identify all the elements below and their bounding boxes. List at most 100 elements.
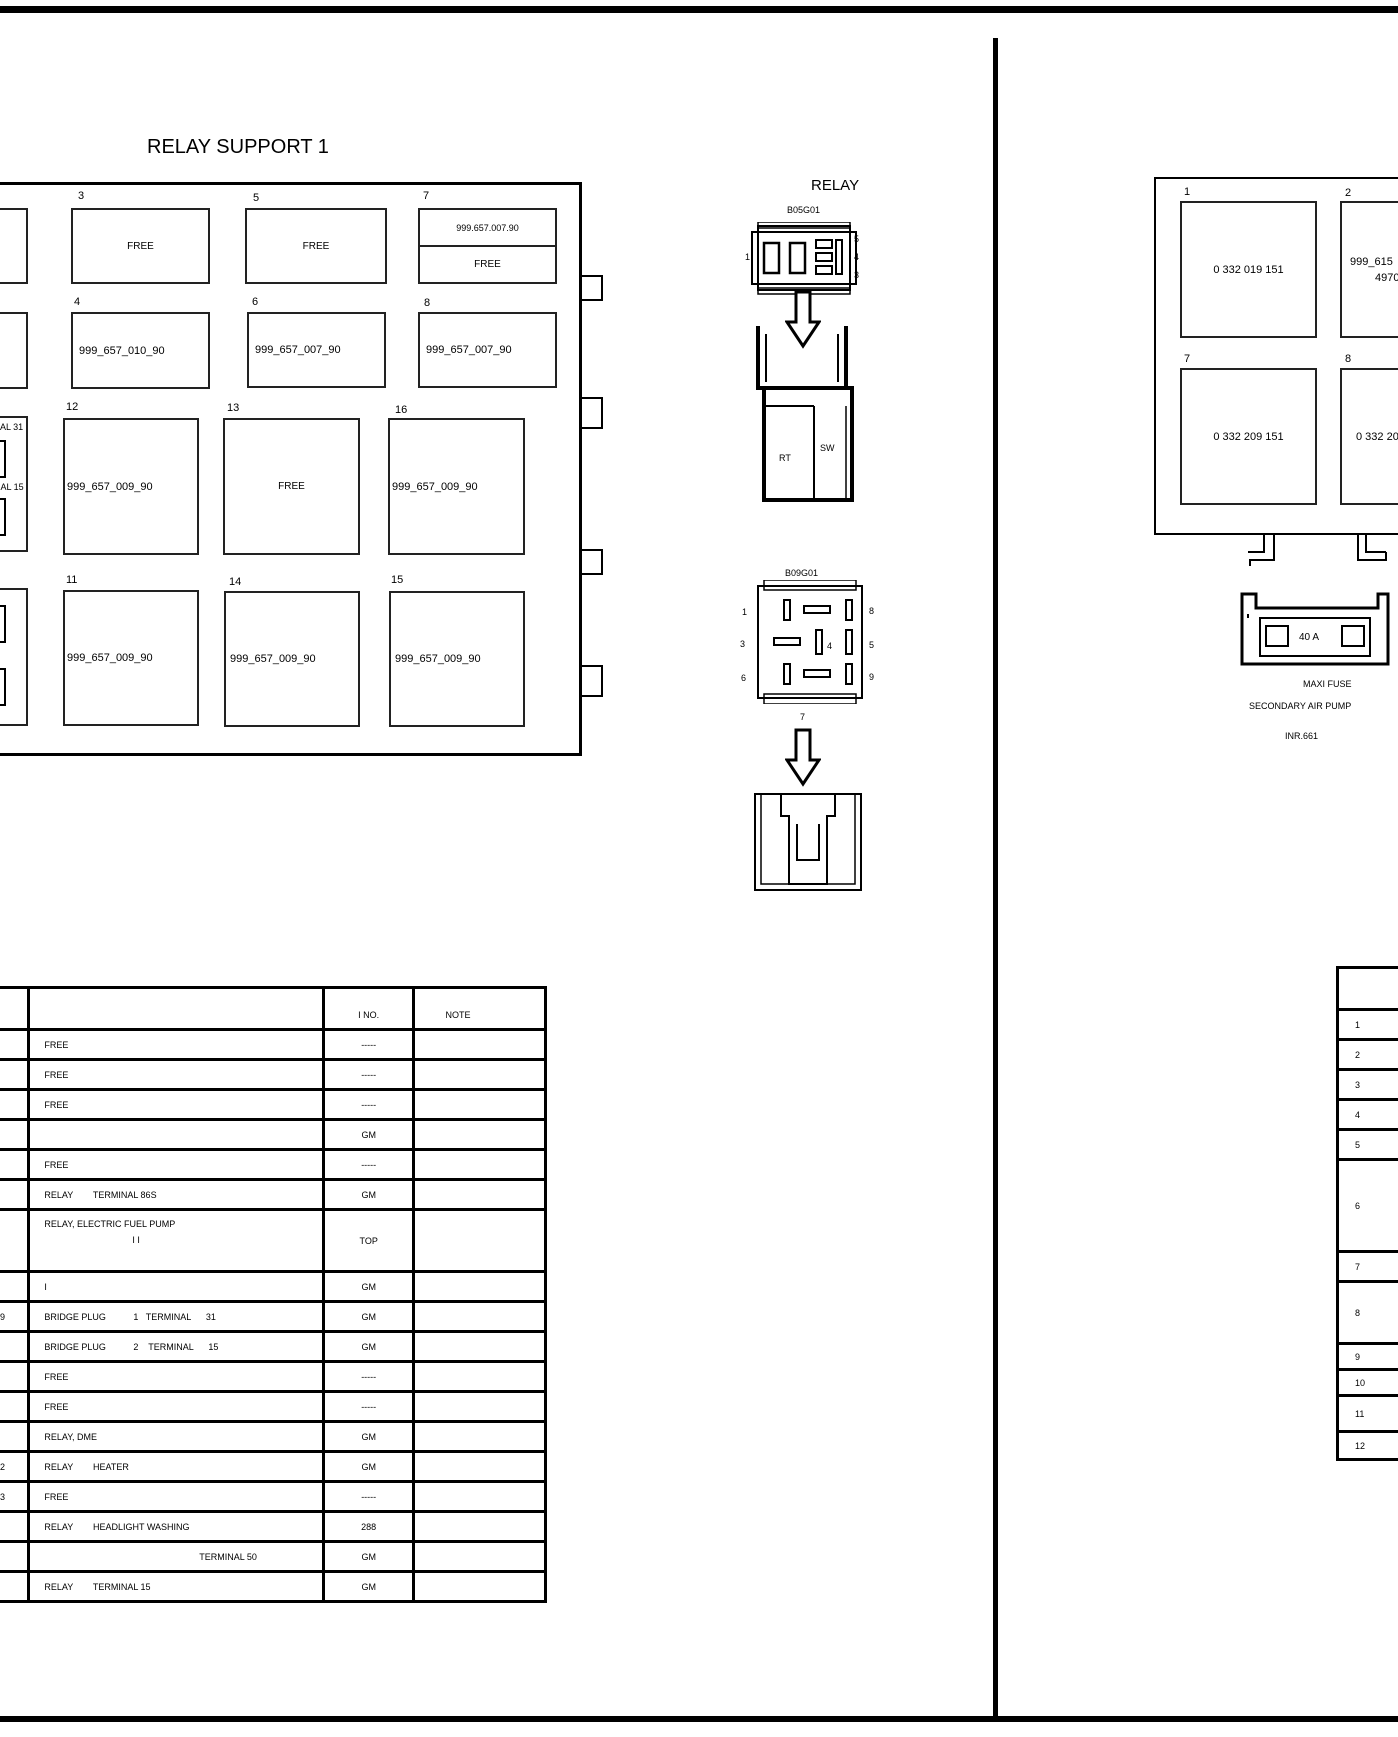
connector-1-drawing [751, 222, 857, 295]
connector-1-pin-1: 1 [745, 252, 751, 262]
row-note-cell [412, 1148, 547, 1181]
row-left-cell: 3 [0, 1480, 31, 1513]
side-table-row: 7 [1336, 1250, 1398, 1283]
right-slot-1: 0 332 019 151 [1180, 201, 1317, 338]
table-header-row: I NO. NOTE [0, 986, 547, 1031]
slot-3-label: FREE [127, 240, 154, 252]
row-left-cell [0, 1540, 31, 1573]
slot-12-number: 12 [66, 401, 79, 413]
relay-body-drawing [756, 326, 854, 502]
connector-socket-drawing [754, 793, 862, 891]
side-row-number: 8 [1336, 1280, 1398, 1345]
partial-terminal-31: AL 31 [0, 422, 24, 432]
row-desc-cell: FREE [27, 1390, 325, 1423]
side-row-number: 6 [1336, 1158, 1398, 1253]
row-left-cell [0, 1208, 31, 1273]
right-slot-7-number: 7 [1184, 353, 1191, 365]
slot-4: 999_657_010_90 [71, 312, 210, 389]
side-table-row: 2 [1336, 1038, 1398, 1071]
connector-2-pin-1: 1 [742, 607, 748, 617]
side-table-row: 4 [1336, 1098, 1398, 1131]
row-desc-cell: FREE [27, 1028, 325, 1061]
slot-16: 999_657_009_90 [388, 418, 525, 555]
row-ino-cell: GM [321, 1178, 416, 1211]
slot-15: 999_657_009_90 [389, 591, 525, 727]
slot-13: FREE [223, 418, 360, 555]
row-ino-cell: ----- [321, 1148, 416, 1181]
connector-2-pin-7: 7 [800, 712, 806, 722]
side-row-number: 12 [1336, 1430, 1398, 1461]
relay-label-rt: RT [779, 453, 791, 463]
row-note-cell [412, 1540, 547, 1573]
slot-5-number: 5 [253, 192, 260, 204]
connector-2-drawing [757, 580, 863, 704]
row-desc-cell: RELAY TERMINAL 86S [27, 1178, 325, 1211]
slot-13-number: 13 [227, 402, 240, 414]
side-row-number: 7 [1336, 1250, 1398, 1283]
side-row-number: 11 [1336, 1394, 1398, 1433]
table-row: GM [0, 1118, 547, 1151]
row-left-cell [0, 1510, 31, 1543]
row-note-cell [412, 1420, 547, 1453]
center-divider [993, 38, 998, 1718]
slot-6-label: 999_657_007_90 [255, 344, 341, 356]
slot-4-number: 4 [74, 296, 81, 308]
right-slot-2-number: 2 [1345, 187, 1352, 199]
bottom-border [0, 1716, 1398, 1722]
row-ino-cell: GM [321, 1420, 416, 1453]
slot-12: 999_657_009_90 [63, 418, 199, 555]
row-note-cell [412, 1360, 547, 1393]
slot-6: 999_657_007_90 [247, 312, 386, 388]
slot-8-label: 999_657_007_90 [426, 344, 512, 356]
slot-5-label: FREE [302, 240, 330, 252]
top-border [0, 6, 1398, 13]
side-table-row: 10 [1336, 1368, 1398, 1397]
slot-16-number: 16 [395, 404, 408, 416]
slot-8: 999_657_007_90 [418, 312, 557, 388]
row-ino-cell: GM [321, 1540, 416, 1573]
slot-3-number: 3 [78, 190, 85, 202]
row-left-cell: 9 [0, 1300, 31, 1333]
row-ino-cell: ----- [321, 1390, 416, 1423]
slot-16-label: 999_657_009_90 [392, 480, 478, 493]
connector-2-pin-4: 4 [827, 641, 833, 651]
row-note-cell [412, 1208, 547, 1273]
row-ino-cell: GM [321, 1570, 416, 1603]
row-desc-cell: RELAY, DME [27, 1420, 325, 1453]
right-slot-8: 0 332 20 [1340, 368, 1398, 505]
partial-bar-3 [0, 605, 6, 643]
row-left-cell [0, 1118, 31, 1151]
row-note-cell [412, 1480, 547, 1513]
row-ino-cell: GM [321, 1450, 416, 1483]
slot-partial-2 [0, 312, 28, 389]
slot-partial-3 [0, 416, 28, 552]
row-note-cell [412, 1028, 547, 1061]
side-row-number: 4 [1336, 1098, 1398, 1131]
side-row-number: 5 [1336, 1128, 1398, 1161]
side-row-number: 3 [1336, 1068, 1398, 1101]
side-table-row: 1 [1336, 1008, 1398, 1041]
relay-assignment-table: I NO. NOTE FREE-----FREE-----FREE-----GM… [0, 986, 547, 1603]
right-slot-1-label: 0 332 019 151 [1213, 263, 1284, 276]
row-note-cell [412, 1450, 547, 1483]
slot-15-label: 999_657_009_90 [395, 653, 481, 665]
row-note-cell [412, 1178, 547, 1211]
slot-11: 999_657_009_90 [63, 590, 199, 726]
row-desc-cell: FREE [27, 1058, 325, 1091]
row-left-cell [0, 1088, 31, 1121]
connector-2-pin-3: 3 [740, 639, 746, 649]
row-desc-cell: RELAY HEATER [27, 1450, 325, 1483]
row-note-cell [412, 1390, 547, 1423]
right-slot-7: 0 332 209 151 [1180, 368, 1317, 505]
page-title: RELAY SUPPORT 1 [147, 136, 329, 158]
row-ino-cell: 288 [321, 1510, 416, 1543]
